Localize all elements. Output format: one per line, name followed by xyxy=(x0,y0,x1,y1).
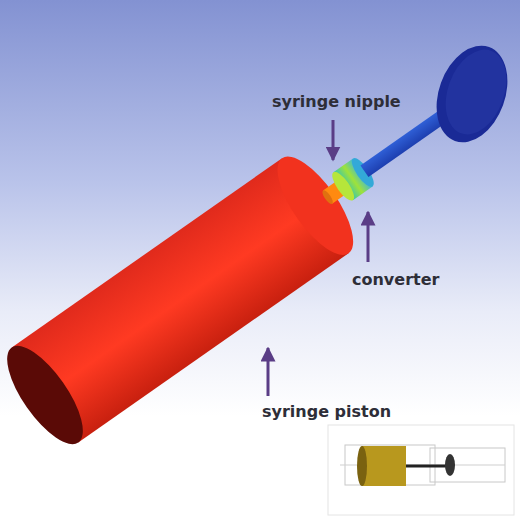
plunger-disc xyxy=(424,36,520,153)
part-label: syringe piston xyxy=(262,402,391,421)
leader-arrow xyxy=(367,212,370,262)
leader-arrow xyxy=(332,120,335,160)
inset-photo xyxy=(328,425,514,515)
converter-face xyxy=(329,169,358,204)
part-label: converter xyxy=(352,270,439,289)
part-label: syringe nipple xyxy=(272,92,401,111)
leader-arrow xyxy=(267,348,270,396)
nipple-end xyxy=(321,189,335,206)
plunger-disc-face xyxy=(435,41,518,143)
piston-cap xyxy=(0,335,96,455)
